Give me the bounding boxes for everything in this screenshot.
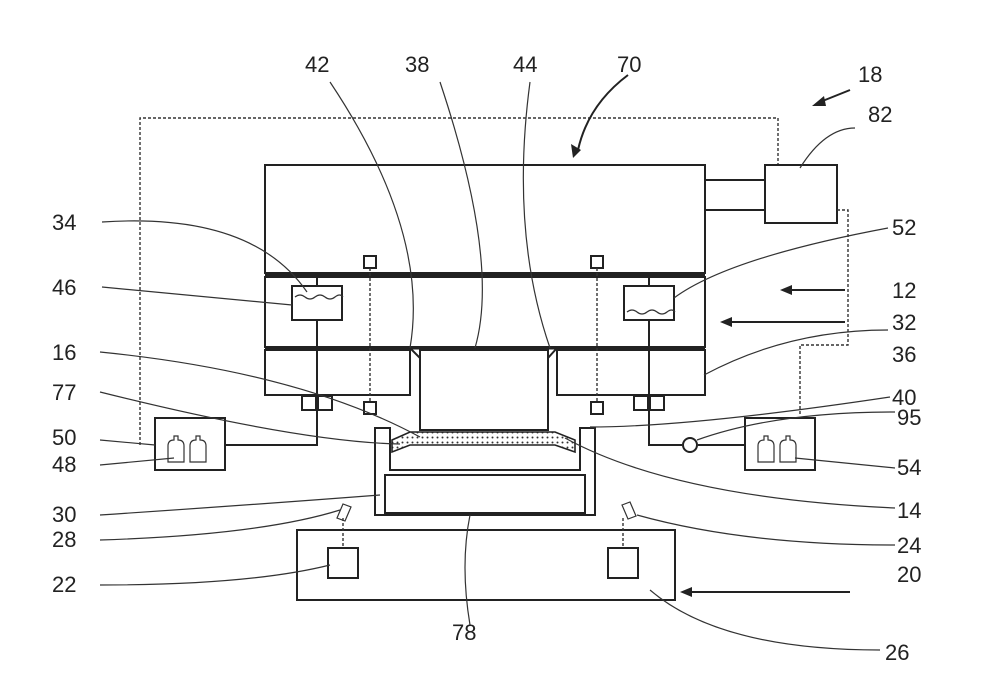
- leader-52: [674, 228, 888, 298]
- label-46: 46: [52, 275, 76, 300]
- leader-22: [100, 565, 330, 585]
- unit-22: [328, 548, 358, 578]
- label-18: 18: [858, 62, 882, 87]
- punch-38: [410, 348, 557, 430]
- sensor-right-top: [591, 256, 603, 268]
- unit-24: [608, 548, 638, 578]
- leader-50: [100, 440, 155, 445]
- feed-line-left: [225, 320, 317, 445]
- label-54: 54: [897, 455, 921, 480]
- label-24: 24: [897, 533, 921, 558]
- punch-body: [420, 350, 548, 430]
- nozzle-right-b: [650, 396, 664, 410]
- upper-press-block: [265, 165, 705, 273]
- label-42: 42: [305, 52, 329, 77]
- label-70: 70: [617, 52, 641, 77]
- workpiece-77: [392, 432, 575, 452]
- label-82: 82: [868, 102, 892, 127]
- sensor-left-top: [364, 256, 376, 268]
- controller-box-82: [765, 165, 837, 223]
- right-carrier-plate: [557, 350, 705, 395]
- reservoir-34: [292, 286, 342, 320]
- label-28: 28: [52, 527, 76, 552]
- nozzle-right-a: [634, 396, 648, 410]
- feed-line-right: [649, 320, 745, 445]
- emitter-24: [622, 502, 636, 519]
- label-16: 16: [52, 340, 76, 365]
- leader-34: [102, 221, 307, 292]
- arrow-20-head: [680, 587, 692, 597]
- label-38: 38: [405, 52, 429, 77]
- valve-95: [683, 438, 697, 452]
- leader-77: [100, 392, 400, 444]
- arrow-70: [578, 75, 628, 150]
- leader-14: [565, 438, 895, 508]
- arrow-18-head: [812, 96, 826, 106]
- label-52: 52: [892, 215, 916, 240]
- label-36: 36: [892, 342, 916, 367]
- label-20: 20: [897, 562, 921, 587]
- label-44: 44: [513, 52, 537, 77]
- emitter-28: [337, 504, 351, 521]
- leader-30: [100, 495, 380, 515]
- label-77: 77: [52, 380, 76, 405]
- label-14: 14: [897, 498, 921, 523]
- label-48: 48: [52, 452, 76, 477]
- leader-46: [102, 287, 292, 305]
- controller-dashed-line: [800, 210, 848, 415]
- label-50: 50: [52, 425, 76, 450]
- sensor-right-bottom: [591, 402, 603, 414]
- arrow-32-head: [720, 317, 732, 327]
- leader-26: [650, 590, 880, 650]
- label-34: 34: [52, 210, 76, 235]
- label-95: 95: [897, 405, 921, 430]
- label-26: 26: [885, 640, 909, 665]
- die-base-78: [385, 475, 585, 513]
- label-22: 22: [52, 572, 76, 597]
- nozzle-left-a: [302, 396, 316, 410]
- label-78: 78: [452, 620, 476, 645]
- reservoir-52: [624, 286, 674, 320]
- leader-38: [440, 82, 482, 348]
- leader-82: [800, 128, 855, 168]
- actuator-link: [705, 180, 765, 210]
- left-carrier-plate: [265, 350, 410, 395]
- leader-44: [523, 82, 550, 348]
- label-30: 30: [52, 502, 76, 527]
- label-12: 12: [892, 278, 916, 303]
- leader-36: [704, 330, 888, 375]
- label-32: 32: [892, 310, 916, 335]
- arrow-12-head: [780, 285, 792, 295]
